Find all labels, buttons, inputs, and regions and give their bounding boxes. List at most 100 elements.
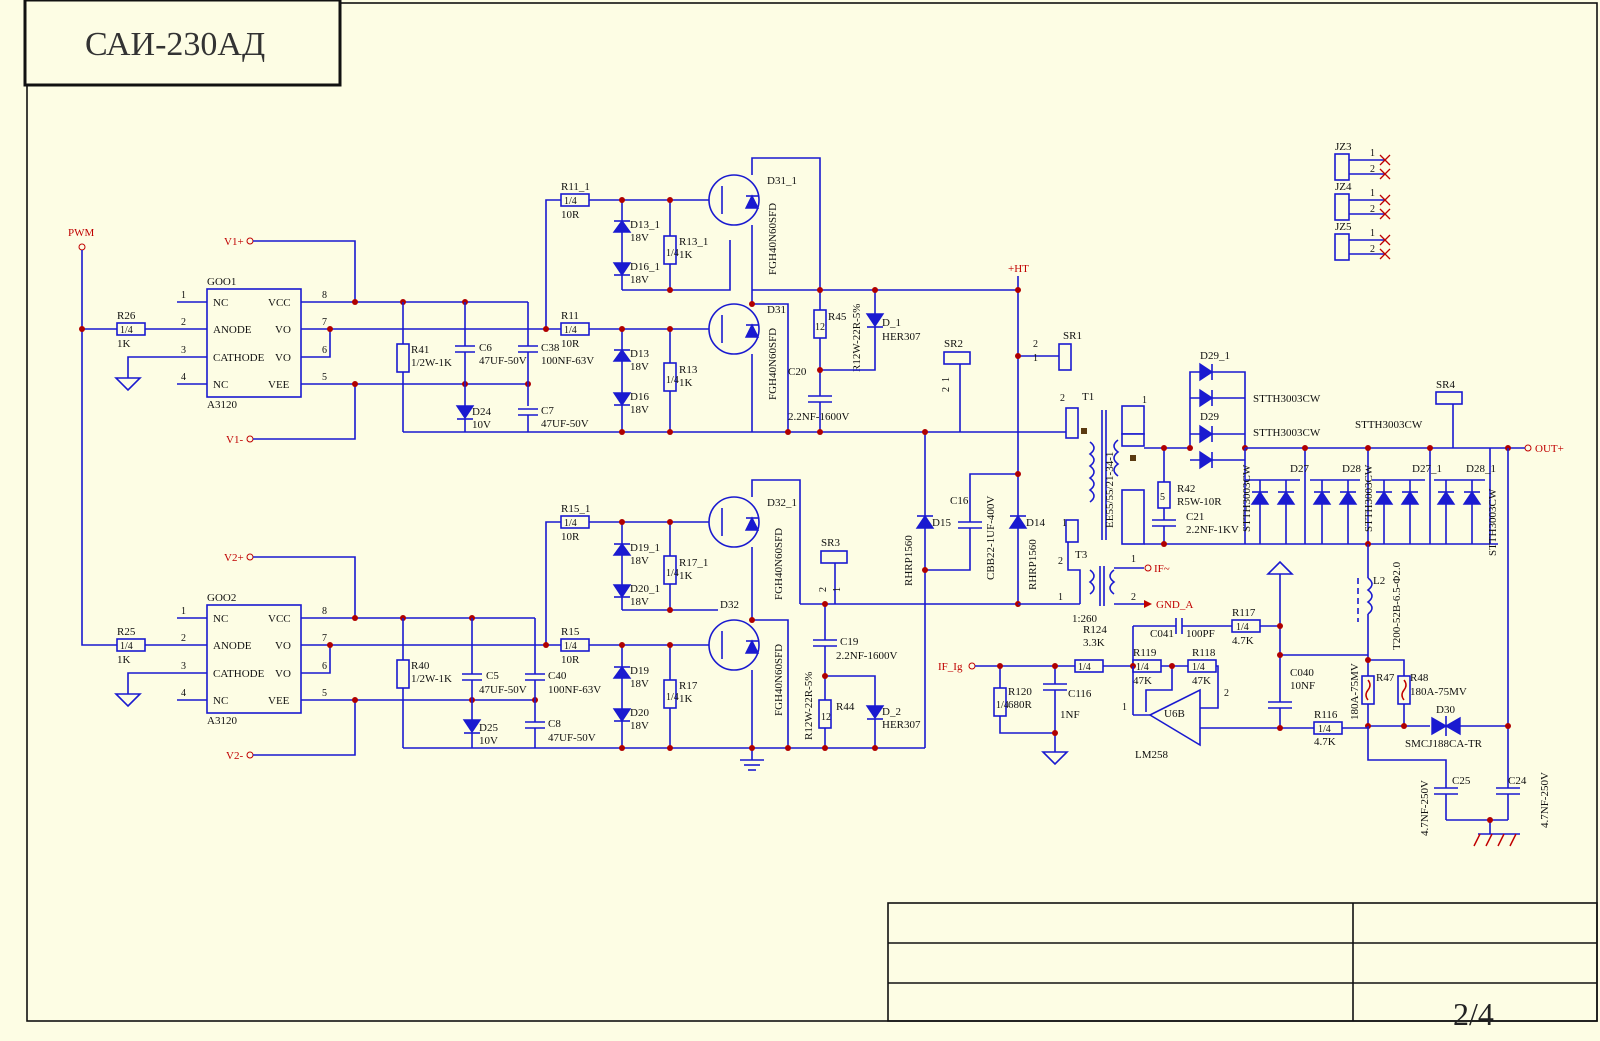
- labels-quarter-label: 1/4: [1078, 662, 1091, 673]
- labels-n1-label: 1: [1142, 395, 1147, 406]
- labels-n2-label: 2: [1060, 393, 1065, 404]
- labels-d27-label: D27: [1290, 463, 1309, 475]
- ic2-pins-3-label: NC: [213, 695, 228, 707]
- ic1-nums-5-label: 7: [322, 317, 327, 328]
- ic1-pins-5-label: VO: [275, 324, 291, 336]
- labels-n1-label: 1: [1058, 592, 1063, 603]
- labels-n1-label: 1: [832, 587, 843, 592]
- ic2-nums-0-label: 1: [181, 606, 186, 617]
- labels-jz5-label: JZ5: [1335, 221, 1352, 233]
- labels-r40-label: R40: [411, 660, 430, 672]
- labels-r47v-label: 180A-75MV: [1349, 663, 1361, 720]
- labels-r11_1-label: R11_1: [561, 181, 590, 193]
- labels-r41-label: R41: [411, 344, 429, 356]
- ic1-nums-2-label: 3: [181, 345, 186, 356]
- labels-quarter-label: 1/4: [564, 196, 577, 207]
- ic2-pins-4-label: VCC: [268, 613, 291, 625]
- ic2-pins-2-label: CATHODE: [213, 668, 265, 680]
- labels-r124-label: R124: [1083, 624, 1107, 636]
- labels-n1-label: 1: [1131, 554, 1136, 565]
- labels-d20_1v-label: 18V: [630, 596, 649, 608]
- labels-n2-label: 2: [1370, 204, 1375, 215]
- labels-r124v-label: 3.3K: [1083, 637, 1105, 649]
- labels-c7v-label: 47UF-50V: [541, 418, 589, 430]
- labels-r118v-label: 47K: [1192, 675, 1211, 687]
- labels-n1-label: 1: [1370, 188, 1375, 199]
- labels-quarter-label: 1/4: [1318, 724, 1331, 735]
- labels-d31_1-label: D31_1: [767, 175, 797, 187]
- labels-d32-label: D32: [720, 599, 739, 611]
- ic2-nums-5-label: 7: [322, 633, 327, 644]
- labels-r17_1-label: R17_1: [679, 557, 708, 569]
- labels-r119v-label: 47K: [1133, 675, 1152, 687]
- ic2-nums-6-label: 6: [322, 661, 327, 672]
- labels-t1-label: T1: [1082, 391, 1094, 403]
- labels-d19_1v-label: 18V: [630, 555, 649, 567]
- labels-quarter-label: 1/4: [1236, 622, 1249, 633]
- labels-sr1-label: SR1: [1063, 330, 1082, 342]
- labels-l2-label: L2: [1373, 575, 1385, 587]
- labels-d13-label: D13: [630, 348, 649, 360]
- labels-d28-label: D28: [1342, 463, 1361, 475]
- labels-t3v-label: 1:260: [1072, 613, 1098, 625]
- labels-quarter-label: 1/4: [564, 641, 577, 652]
- labels-n1-label: 1: [1033, 353, 1038, 364]
- ic1-nums-1-label: 2: [181, 317, 186, 328]
- labels-n1-label: 1: [1122, 702, 1127, 713]
- labels-quarter-label: 1/4: [666, 375, 679, 386]
- labels-stth-label: STTH3003CW: [1487, 488, 1499, 556]
- ic2-pins-1-label: ANODE: [213, 640, 252, 652]
- labels-r47-label: R47: [1376, 672, 1395, 684]
- ic-goo1: [206, 288, 302, 398]
- sheet-border: [26, 2, 1598, 1022]
- labels-igbt-label: FGH40N60SFD: [773, 644, 785, 716]
- labels-r116-label: R116: [1314, 709, 1338, 721]
- labels-d20v-label: 18V: [630, 720, 649, 732]
- ic2-pins-6-label: VO: [275, 668, 291, 680]
- labels-c20-label: C20: [788, 366, 807, 378]
- labels-d14-label: D14: [1026, 517, 1045, 529]
- ports-v1p-label: V1+: [224, 236, 244, 248]
- labels-n2-label: 2: [941, 387, 952, 392]
- labels-c16-label: C16: [950, 495, 969, 507]
- labels-c16v-label: CBB22-1UF-400V: [985, 496, 997, 580]
- labels-quarter-label: 1/4: [120, 325, 133, 336]
- labels-stth-label: STTH3003CW: [1241, 464, 1253, 532]
- ic1-pins-7-label: VEE: [268, 379, 290, 391]
- labels-sr2-label: SR2: [944, 338, 963, 350]
- title-box: [23, 0, 342, 87]
- labels-jz4-label: JZ4: [1335, 181, 1352, 193]
- labels-d_2-label: D_2: [882, 706, 901, 718]
- labels-quarter-label: 1/4: [564, 518, 577, 529]
- page-number: 2/4: [1453, 996, 1494, 1032]
- labels-r11_1v-label: 10R: [561, 209, 580, 221]
- ports-gnda-label: GND_A: [1156, 599, 1193, 611]
- labels-r26v-label: 1K: [117, 338, 131, 350]
- labels-n2-label: 2: [1370, 244, 1375, 255]
- labels-n2-label: 2: [1131, 592, 1136, 603]
- labels-c25-label: C25: [1452, 775, 1471, 787]
- title-block: [887, 902, 1598, 1022]
- labels-d13_1-label: D13_1: [630, 219, 660, 231]
- labels-c040-label: C040: [1290, 667, 1314, 679]
- labels-r42v-label: R5W-10R: [1177, 496, 1222, 508]
- labels-c6-label: C6: [479, 342, 492, 354]
- labels-c6v-label: 47UF-50V: [479, 355, 527, 367]
- labels-d20-label: D20: [630, 707, 649, 719]
- labels-d13v-label: 18V: [630, 361, 649, 373]
- ic1-nums-7-label: 5: [322, 372, 327, 383]
- ic-goo2: [206, 604, 302, 714]
- labels-d_1-label: D_1: [882, 317, 901, 329]
- labels-c5v-label: 47UF-50V: [479, 684, 527, 696]
- ic2-pins-7-label: VEE: [268, 695, 290, 707]
- labels-igbt-label: FGH40N60SFD: [773, 528, 785, 600]
- labels-c5-label: C5: [486, 670, 499, 682]
- ports-v2p-label: V2+: [224, 552, 244, 564]
- ic2-part-label: A3120: [207, 715, 237, 727]
- labels-d13_1v-label: 18V: [630, 232, 649, 244]
- labels-quarter-label: 1/4: [666, 692, 679, 703]
- labels-r118-label: R118: [1192, 647, 1216, 659]
- ports-out-label: OUT+: [1535, 443, 1564, 455]
- labels-r116v-label: 4.7K: [1314, 736, 1336, 748]
- labels-r42-label: R42: [1177, 483, 1195, 495]
